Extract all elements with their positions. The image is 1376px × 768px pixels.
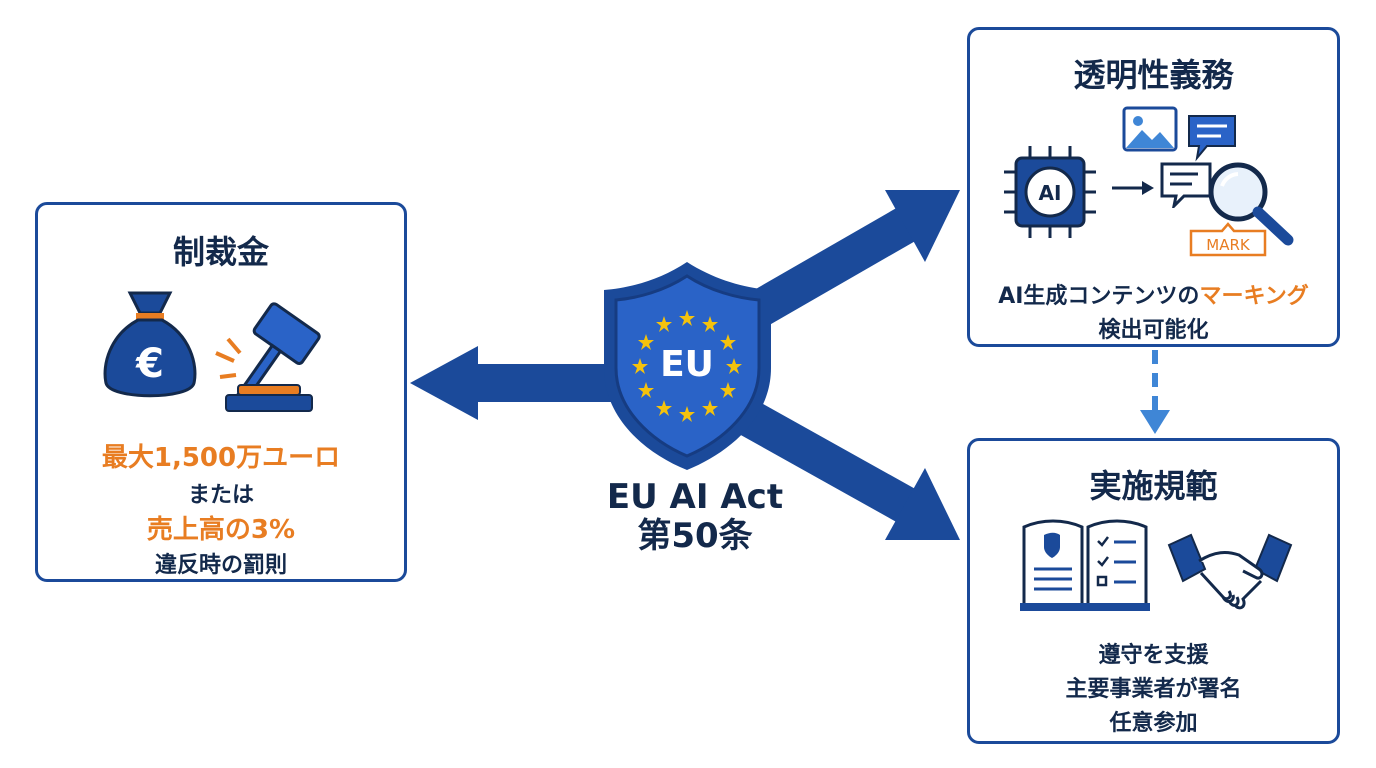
handshake-icon [1167, 533, 1293, 610]
image-icon [1122, 106, 1178, 152]
transparency-title: 透明性義務 [1073, 56, 1234, 94]
shield-icon: EU [604, 262, 771, 470]
fine-or-text: または [187, 483, 254, 508]
fine-description: 違反時の罰則 [154, 553, 287, 578]
arrow-right-icon [1112, 181, 1154, 195]
chat-bubble-icon [1188, 115, 1236, 162]
article-number: 第50条 [637, 516, 753, 557]
act-name: EU AI Act [606, 477, 784, 517]
transparency-line2: 検出可能化 [1098, 318, 1209, 343]
svg-text:AI: AI [1039, 181, 1062, 205]
book-icon [1020, 519, 1150, 611]
shield-text: EU [660, 344, 714, 385]
sanctions-panel: 制裁金 € 最大1,500万ユーロ または 売上高の3% 違反時の罰則 [35, 202, 407, 582]
document-bubble-icon [1160, 162, 1212, 208]
svg-text:MARK: MARK [1206, 236, 1251, 254]
transparency-line1: AI生成コンテンツのマーキング [998, 284, 1309, 309]
marking-highlight: マーキング [1199, 284, 1309, 309]
fine-max-amount: 最大1,500万ユーロ [101, 443, 341, 473]
codes-line2: 主要事業者が署名 [1065, 677, 1242, 702]
codes-panel: 実施規範 遵守を支援 主要事業者が署名 任意参加 [967, 438, 1340, 744]
ai-chip-icon: AI [1004, 146, 1096, 238]
arrow-to-sanctions [410, 346, 630, 420]
dashed-arrow-transparency-to-codes [1140, 350, 1170, 434]
transparency-panel: 透明性義務 AI MARK AI生成コンテンツのマ [967, 27, 1340, 347]
arrow-to-codes [725, 393, 960, 540]
codes-line3: 任意参加 [1109, 711, 1198, 736]
codes-title: 実施規範 [1089, 467, 1218, 505]
money-bag-icon: € [103, 291, 197, 398]
fine-revenue-percent: 売上高の3% [146, 515, 296, 545]
center-label: EU AI Act 第50条 [560, 477, 830, 557]
svg-text:€: € [135, 341, 164, 387]
magnifier-icon [1208, 162, 1294, 246]
mark-tag-icon: MARK [1189, 222, 1267, 257]
gavel-icon [215, 302, 321, 412]
sanctions-title: 制裁金 [172, 233, 269, 271]
codes-line1: 遵守を支援 [1098, 643, 1209, 668]
